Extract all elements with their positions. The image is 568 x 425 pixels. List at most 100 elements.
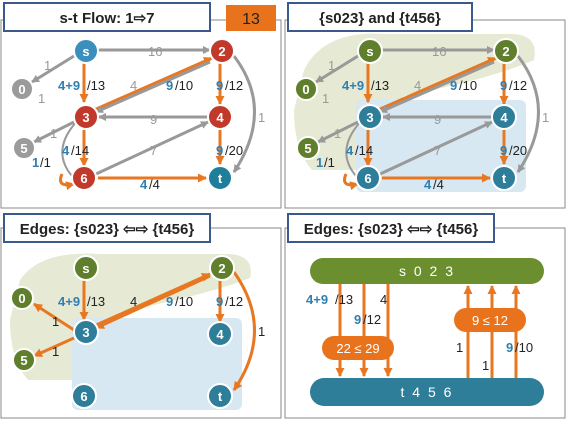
label-s2: 16 — [148, 44, 162, 59]
nodes: s 0 2 3 4 5 6 t — [10, 38, 235, 191]
set-s023-label: s 0 2 3 — [399, 263, 455, 279]
edge-labels: 16 1 1 4+9 /13 4 9 /10 9 /12 9 1 4 /14 7… — [32, 44, 265, 192]
node-3 — [357, 104, 383, 130]
node-4-label: 4 — [216, 327, 224, 342]
edge-6-4 — [95, 120, 209, 176]
label-c-flow: 9 — [354, 312, 361, 327]
label-3-6-cap: /14 — [71, 143, 89, 158]
node-t-label: t — [218, 389, 223, 404]
edge-2-t — [516, 55, 540, 173]
cut-forward-pill — [322, 336, 394, 360]
set-t456-shade — [72, 318, 242, 410]
edge-2-3 — [95, 60, 211, 114]
cut-forward-value: 22 ≤ 29 — [336, 341, 379, 356]
label-4-t-cap: /20 — [509, 143, 527, 158]
node-3 — [73, 319, 99, 345]
title-box — [287, 213, 495, 243]
label-2-4-flow: 9 — [216, 78, 223, 93]
edge-s-0 — [31, 54, 75, 84]
label-3-6-flow: 4 — [62, 143, 70, 158]
cut-backward-pill — [454, 308, 526, 332]
label-s3-cap: /13 — [371, 78, 389, 93]
label-b: 4 — [380, 292, 387, 307]
title-box — [3, 2, 211, 32]
title-box — [287, 2, 473, 32]
cut-edges-diagram: Edges: {s023} ⇦⇨ {t456} 4+9 /13 4 9 /10 … — [0, 213, 282, 419]
node-4-label: 4 — [216, 110, 224, 125]
cut-summary-diagram: Edges: {s023} ⇦⇨ {t456} s 0 2 3 t 4 5 6 … — [284, 213, 566, 419]
label-3-2: 4 — [130, 78, 137, 93]
label-2-3-flow: 9 — [450, 78, 457, 93]
node-2-label: 2 — [502, 44, 509, 59]
node-0-label: 0 — [18, 82, 25, 97]
set-t456-bar — [310, 378, 544, 406]
label-s3-flow: 4+9 — [58, 294, 80, 309]
label-2-4-flow: 9 — [500, 78, 507, 93]
panel-st-flow: s-t Flow: 1⇨7 13 16 1 1 4+9 /13 4 9 /10 … — [0, 0, 284, 210]
label-3-0: 1 — [52, 314, 59, 329]
panel-title: Edges: {s023} ⇦⇨ {t456} — [20, 221, 195, 238]
label-3-2: 4 — [414, 78, 421, 93]
edge-2-3 — [95, 274, 211, 330]
label-6-6-cap: /1 — [324, 155, 335, 170]
edge-6-4 — [379, 120, 493, 176]
label-3-6-cap: /14 — [355, 143, 373, 158]
flow-value: 13 — [242, 11, 260, 28]
node-3-label: 3 — [82, 110, 89, 125]
node-t-label: t — [502, 171, 507, 186]
node-2-label: 2 — [218, 44, 225, 59]
cut-backward-value: 9 ≤ 12 — [472, 313, 508, 328]
edge-6-6-loop — [343, 173, 359, 191]
node-0 — [294, 77, 318, 101]
label-6-6-cap: /1 — [40, 155, 51, 170]
edge-3-0 — [33, 302, 75, 332]
panel-cut-edges: Edges: {s023} ⇦⇨ {t456} 4+9 /13 4 9 /10 … — [0, 210, 284, 420]
edge-labels: 4+9 /13 4 9 /12 1 9 /10 1 — [306, 292, 533, 373]
label-2-3-cap: /10 — [175, 78, 193, 93]
node-3-label: 3 — [82, 325, 89, 340]
panel-sets: {s023} and {t456} 16 1 1 4+9 /13 4 9 /10… — [284, 0, 568, 210]
label-2-t: 1 — [258, 110, 265, 125]
label-4-t-cap: /20 — [225, 143, 243, 158]
label-2-4-cap: /12 — [225, 294, 243, 309]
node-s — [73, 38, 99, 64]
forward-edges — [335, 284, 393, 377]
label-6-4: 7 — [434, 143, 441, 158]
label-4-t-flow: 9 — [500, 143, 507, 158]
set-t456-label: t 4 5 6 — [401, 384, 454, 400]
label-3-5: 1 — [52, 344, 59, 359]
node-5-label: 5 — [304, 141, 311, 156]
node-2 — [493, 38, 519, 64]
node-6-label: 6 — [80, 171, 87, 186]
panel-cut-summary: Edges: {s023} ⇦⇨ {t456} s 0 2 3 t 4 5 6 … — [284, 210, 568, 420]
node-t-label: t — [218, 171, 223, 186]
node-5 — [296, 136, 320, 160]
label-a-cap: /13 — [335, 292, 353, 307]
node-0 — [10, 77, 34, 101]
label-6-6-flow: 1 — [316, 155, 323, 170]
st-flow-diagram: s-t Flow: 1⇨7 13 16 1 1 4+9 /13 4 9 /10 … — [0, 2, 282, 209]
node-5-label: 5 — [20, 141, 27, 156]
node-4-label: 4 — [500, 110, 508, 125]
edges — [31, 46, 256, 191]
edge-t-2 — [232, 271, 256, 391]
edge-3-2 — [93, 272, 211, 328]
node-6 — [71, 383, 97, 409]
label-2-4-cap: /12 — [509, 78, 527, 93]
edge-3-5 — [33, 120, 75, 144]
node-s-label: s — [82, 261, 89, 276]
label-6-t-flow: 4 — [424, 177, 432, 192]
label-6-4: 7 — [150, 143, 157, 158]
label-6-t-cap: /4 — [149, 177, 160, 192]
label-s0: 1 — [44, 58, 51, 73]
label-2-t: 1 — [542, 110, 549, 125]
edge-labels: 4+9 /13 4 9 /10 9 /12 1 1 1 — [52, 294, 265, 359]
label-4-t-flow: 9 — [216, 143, 223, 158]
label-2-3-cap: /10 — [175, 294, 193, 309]
label-4-3: 9 — [434, 112, 441, 127]
label-3-6-flow: 4 — [346, 143, 354, 158]
label-2-3-flow: 9 — [166, 78, 173, 93]
node-3 — [73, 104, 99, 130]
label-s3-flow: 4+9 — [58, 78, 80, 93]
node-t — [491, 165, 517, 191]
